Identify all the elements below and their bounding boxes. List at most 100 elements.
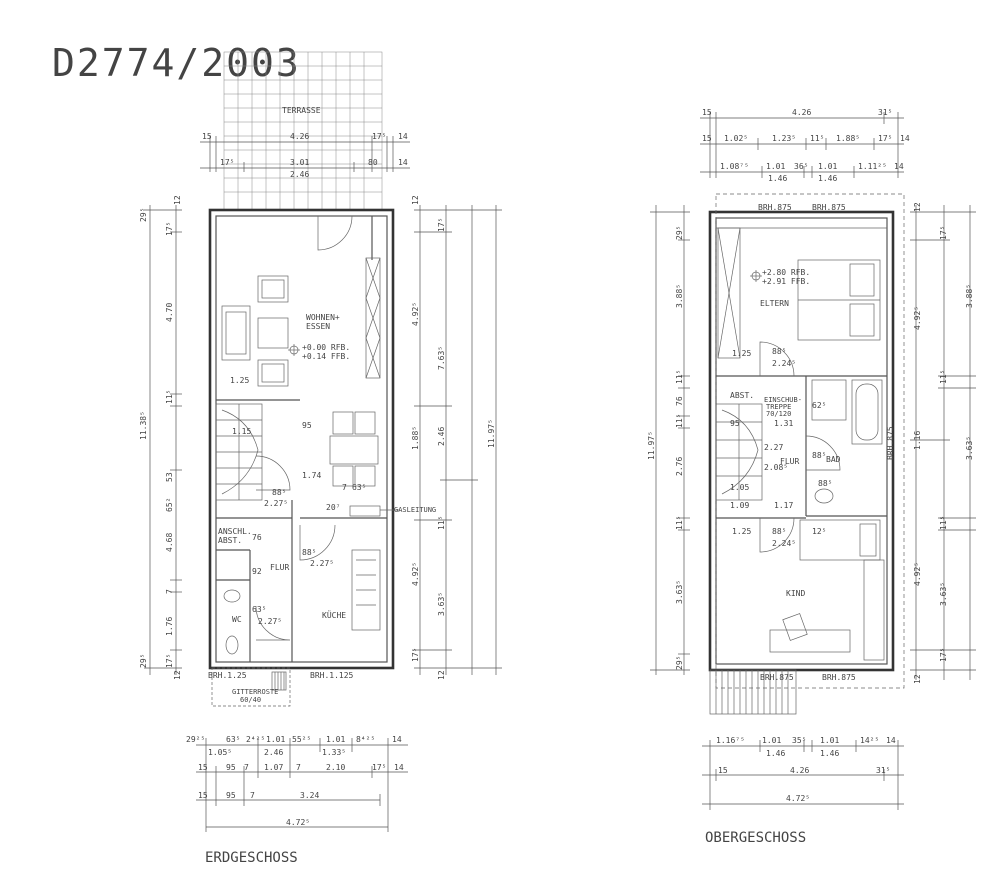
dim-label: 12	[437, 670, 446, 680]
parents-label: ELTERN	[760, 299, 789, 308]
dim-label: 1.01	[266, 735, 285, 744]
dim-label: 17⁵	[372, 763, 386, 772]
dim-label: 11⁵	[939, 516, 948, 530]
dim-label: 11⁵	[675, 414, 684, 428]
dim-label: 1.11²⁵	[858, 162, 887, 171]
dim-label: 3.63⁵	[965, 436, 974, 460]
dim-label: 36⁵	[794, 162, 808, 171]
dim-label: 4.72⁵	[286, 818, 310, 827]
dim-label: 88⁵	[302, 548, 316, 557]
gas-label: GASLEITUNG	[394, 506, 436, 514]
dim-label: 1.46	[818, 174, 837, 183]
dim-label: 17⁵	[220, 158, 234, 167]
dim-label: 17⁵	[372, 132, 386, 141]
ground-outer-wall	[208, 208, 395, 670]
attic-stair-size: 70/120	[766, 410, 791, 418]
dim-label: 14	[894, 162, 904, 171]
dim-label: 1.01	[818, 162, 837, 171]
dim-label: 12	[173, 670, 182, 680]
dim-label: 63⁵	[252, 605, 266, 614]
dim-label: 1.16⁷⁵	[716, 736, 745, 745]
terrace-label: TERRASSE	[282, 106, 321, 115]
dim-label: 7	[165, 589, 174, 594]
dim-label: 65²	[165, 498, 174, 512]
dim-label: 4.68	[165, 533, 174, 552]
dim-label: 29⁵	[675, 656, 684, 670]
dim-label: 20⁷	[326, 503, 340, 512]
dim-label: 31⁵	[876, 766, 890, 775]
bath-label: BAD	[826, 455, 841, 464]
living-label-2: ESSEN	[306, 322, 330, 331]
sill-label: BRH.875	[760, 673, 794, 682]
dim-label: 2.08⁵	[764, 463, 788, 472]
dim-label: 4.26	[290, 132, 309, 141]
attic-stair-label: EINSCHUB-	[764, 396, 802, 404]
wc-label: WC	[232, 615, 242, 624]
dim-label: 14²⁵	[860, 736, 879, 745]
dim-label: 4.72⁵	[786, 794, 810, 803]
exterior-steps	[709, 669, 797, 715]
kitchen-label: KÜCHE	[322, 610, 346, 620]
dim-label: 11⁵	[675, 370, 684, 384]
hall-label: FLUR	[270, 563, 289, 572]
level-marker-icon	[750, 270, 762, 282]
dim-label: 2.24⁵	[772, 539, 796, 548]
upper-outer-wall	[708, 210, 895, 672]
dim-label: 95	[302, 421, 312, 430]
child-label: KIND	[786, 589, 805, 598]
dim-label: 55²⁵	[292, 735, 311, 744]
dim-label: 1.33⁵	[322, 748, 346, 757]
dim-label: 1.76	[165, 617, 174, 636]
level-marker-icon	[288, 344, 300, 356]
dim-label: 2.76	[675, 457, 684, 476]
dim-label: 12	[913, 202, 922, 212]
dim-label: 12	[411, 195, 420, 205]
dim-label: 14	[398, 132, 408, 141]
dim-label: 1.25	[732, 349, 751, 358]
storage-label: ANSCHL.	[218, 527, 252, 536]
dim-label: 2.10	[326, 763, 345, 772]
dim-label: 11.97⁵	[487, 419, 496, 448]
dim-label: 95	[226, 763, 236, 772]
dim-label: 2⁴²⁵	[246, 735, 265, 744]
dim-label: 29⁵	[675, 226, 684, 240]
drawing-number: D2774/2003	[52, 41, 301, 85]
dim-label: 15	[718, 766, 728, 775]
dim-label: 4.92⁵	[411, 562, 420, 586]
dim-label: 11⁵	[165, 390, 174, 404]
dim-label: 1.25	[230, 376, 249, 385]
dim-label: 14	[392, 735, 402, 744]
hall-label: FLUR	[780, 457, 799, 466]
dim-label: 29⁵	[139, 654, 148, 668]
dim-label: 88⁵	[772, 347, 786, 356]
dim-label: 1.01	[762, 736, 781, 745]
dim-label: 3.63⁵	[939, 582, 948, 606]
dim-label: 17⁵	[878, 134, 892, 143]
dim-label: 4.92⁵	[913, 306, 922, 330]
dim-label: 3.63⁵	[437, 592, 446, 616]
dim-label: 3.63⁵	[675, 580, 684, 604]
dim-label: 63⁵	[226, 735, 240, 744]
dim-label: 17⁵	[939, 226, 948, 240]
dim-label: 7	[250, 791, 255, 800]
dim-label: 88⁵	[272, 488, 286, 497]
dim-label: 2.46	[290, 170, 309, 179]
dim-label: 2.27⁵	[258, 617, 282, 626]
dim-label: 1.46	[768, 174, 787, 183]
ground-floor-title: ERDGESCHOSS	[205, 850, 298, 866]
dim-label: 88⁵	[772, 527, 786, 536]
sill-left-label: BRH.1.25	[208, 671, 247, 680]
dim-label: 76	[675, 396, 684, 406]
dim-label: 3.88⁵	[965, 284, 974, 308]
dim-label: 11.97⁵	[647, 431, 656, 460]
dim-label: 1.01	[766, 162, 785, 171]
level-rfb: +2.80 RFB.	[762, 268, 810, 277]
dim-label: 12	[173, 195, 182, 205]
dim-label: 2.24⁵	[772, 359, 796, 368]
staircase	[215, 399, 300, 501]
dim-label: 11⁵	[675, 516, 684, 530]
dim-label: 92	[252, 567, 262, 576]
dim-label: 14	[398, 158, 408, 167]
sill-label: BRH.875	[886, 426, 895, 460]
